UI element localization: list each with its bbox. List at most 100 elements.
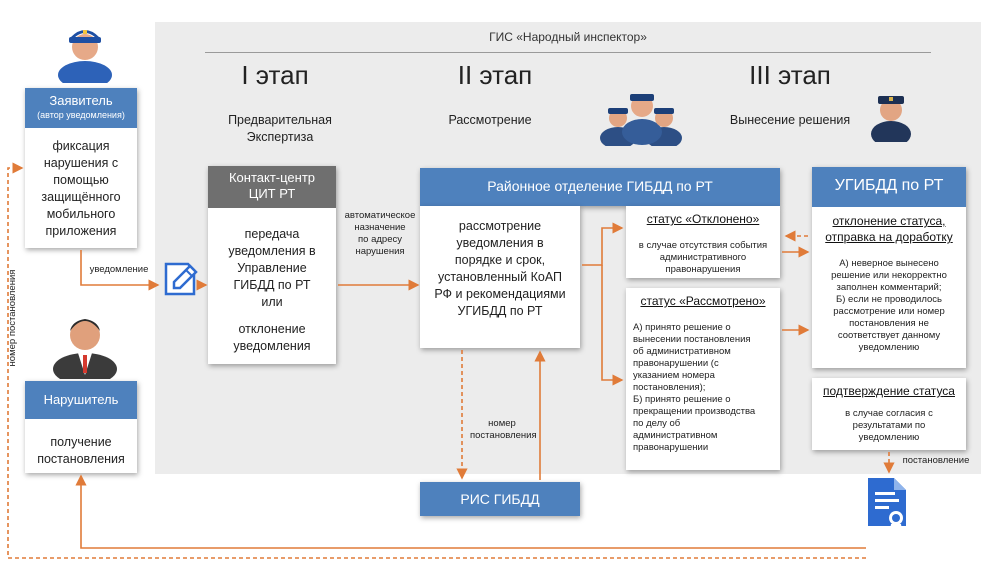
contact-center-title-2: ЦИТ РТ <box>248 186 296 201</box>
ugibdd-line: соответствует данному <box>837 330 941 341</box>
title-divider <box>205 52 931 53</box>
contact-center-line: уведомления <box>233 339 311 353</box>
stage1-subtitle-1: Предварительная <box>228 113 332 127</box>
stage1-subtitle-2: Экспертиза <box>246 130 314 144</box>
police-officer-icon <box>58 30 112 83</box>
status-reviewed-card <box>626 288 780 470</box>
confirm-body: в случае согласия с результатами по увед… <box>812 408 966 444</box>
system-title: ГИС «Народный инспектор» <box>489 30 647 44</box>
applicant-line: помощью <box>53 173 109 187</box>
status-reviewed-line: прекращении производства <box>633 406 756 417</box>
stage1-title: I этап <box>241 60 309 90</box>
ugibdd-subtitle-1: отклонение статуса, <box>832 214 946 228</box>
ris-title: РИС ГИБДД <box>460 491 540 507</box>
stage3-title: III этап <box>749 60 831 90</box>
district-header: Районное отделение ГИБДД по РТ <box>420 168 780 206</box>
label-resolution: постановление <box>902 455 970 466</box>
status-rejected-title: статус «Отклонено» <box>646 212 760 226</box>
status-reviewed-line: об административном <box>633 346 731 357</box>
stage3-subtitle: Вынесение решения <box>729 113 851 127</box>
label-resolution-number-line: постановления <box>470 430 537 441</box>
stage2-title: II этап <box>457 60 533 90</box>
violator-line: постановления <box>37 452 125 466</box>
ugibdd-line: решение или некорректно <box>831 270 947 281</box>
ugibdd-title: УГИБДД по РТ <box>834 177 944 194</box>
document-certificate-icon <box>868 478 906 536</box>
violator-icon <box>53 319 117 379</box>
status-rejected-line: в случае отсутствия события <box>638 240 768 251</box>
contact-center-line: или <box>261 295 283 309</box>
status-reviewed-body: А) принято решение о вынесении постановл… <box>633 322 777 454</box>
applicant-line: нарушения с <box>43 156 119 170</box>
district-line: порядке и срок, <box>454 253 546 267</box>
district-line: УГИБДД по РТ <box>457 304 543 318</box>
violator-title: Нарушитель <box>43 392 119 407</box>
applicant-line: защищённого <box>41 190 121 204</box>
status-reviewed-line: Б) принято решение о <box>633 394 731 405</box>
applicant-title: Заявитель <box>49 93 113 108</box>
confirm-line: результатами по <box>852 420 926 431</box>
contact-center-body: передача уведомления в Управление ГИБДД … <box>208 226 336 355</box>
ugibdd-header: УГИБДД по РТ <box>812 167 966 207</box>
label-resolution-number-vertical: номер постановления <box>7 269 18 367</box>
status-reviewed-line: постановления); <box>633 382 706 393</box>
police-chief-icon <box>871 96 911 142</box>
edit-form-icon <box>164 262 198 296</box>
contact-center-line: отклонение <box>238 322 306 336</box>
status-reviewed-line: А) принято решение о <box>633 322 731 333</box>
label-resolution-number: номер постановления <box>470 418 537 442</box>
stage2-subtitle: Рассмотрение <box>448 113 532 127</box>
label-auto-assign-line: по адресу <box>358 234 402 245</box>
applicant-header: Заявитель (автор уведомления) <box>25 88 137 128</box>
status-rejected-body: в случае отсутствия события администрати… <box>626 240 780 276</box>
district-card <box>420 206 580 348</box>
confirm-card <box>812 378 966 450</box>
status-reviewed-line: по делу об <box>633 418 681 429</box>
applicant-line: приложения <box>45 224 117 238</box>
label-auto-assign-line: назначение <box>354 222 406 233</box>
ugibdd-line: заполнен комментарий; <box>836 282 942 293</box>
label-notification: уведомление <box>89 264 149 275</box>
district-line: установленный КоАП <box>437 270 562 284</box>
applicant-body: фиксация нарушения с помощью защищённого… <box>25 138 137 240</box>
contact-center-line: ГИБДД по РТ <box>233 278 311 292</box>
status-rejected-line: правонарушения <box>665 264 741 275</box>
label-auto-assign: автоматическое назначение по адресу нару… <box>340 210 420 258</box>
violator-line: получение <box>50 435 112 449</box>
ugibdd-line: уведомлению <box>858 342 920 353</box>
ris-box: РИС ГИБДД <box>420 482 580 516</box>
ugibdd-line: рассмотрение или номер <box>833 306 945 317</box>
status-rejected-card <box>626 206 780 278</box>
status-reviewed-line: вынесении постановления <box>633 334 751 345</box>
label-resolution-number-line: номер <box>488 418 516 429</box>
applicant-line: фиксация <box>52 139 110 153</box>
ugibdd-body: А) неверное вынесено решение или некорре… <box>812 258 966 354</box>
contact-center-line: передача <box>244 227 300 241</box>
applicant-subtitle: (автор уведомления) <box>37 110 125 120</box>
confirm-line: уведомлению <box>858 432 920 443</box>
contact-center-line: уведомления в <box>228 244 316 258</box>
ugibdd-subtitle: отклонение статуса, отправка на доработк… <box>812 213 966 245</box>
district-line: РФ и рекомендациями <box>434 287 566 301</box>
ugibdd-line: Б) если не проводилось <box>836 294 942 305</box>
district-body: рассмотрение уведомления в порядке и сро… <box>420 218 580 320</box>
label-auto-assign-line: нарушения <box>355 246 405 257</box>
status-reviewed-line: правонарушении <box>633 442 709 453</box>
district-title: Районное отделение ГИБДД по РТ <box>487 178 713 194</box>
district-line: уведомления в <box>456 236 544 250</box>
ugibdd-line: А) неверное вынесено <box>839 258 939 269</box>
status-reviewed-line: правонарушении (с <box>633 358 719 369</box>
ugibdd-line: постановления не <box>849 318 929 329</box>
district-line: рассмотрение <box>458 219 542 233</box>
contact-center-title-1: Контакт-центр <box>228 170 316 185</box>
label-auto-assign-line: автоматическое <box>344 210 416 221</box>
ugibdd-subtitle-2: отправка на доработку <box>825 230 953 244</box>
applicant-line: мобильного <box>46 207 116 221</box>
status-reviewed-title: статус «Рассмотрено» <box>640 294 766 308</box>
confirm-title: подтверждение статуса <box>823 384 955 398</box>
contact-center-header: Контакт-центр ЦИТ РТ <box>208 166 336 208</box>
status-reviewed-line: указанием номера <box>633 370 715 381</box>
confirm-line: в случае согласия с <box>845 408 933 419</box>
status-rejected-line: административного <box>659 252 747 263</box>
